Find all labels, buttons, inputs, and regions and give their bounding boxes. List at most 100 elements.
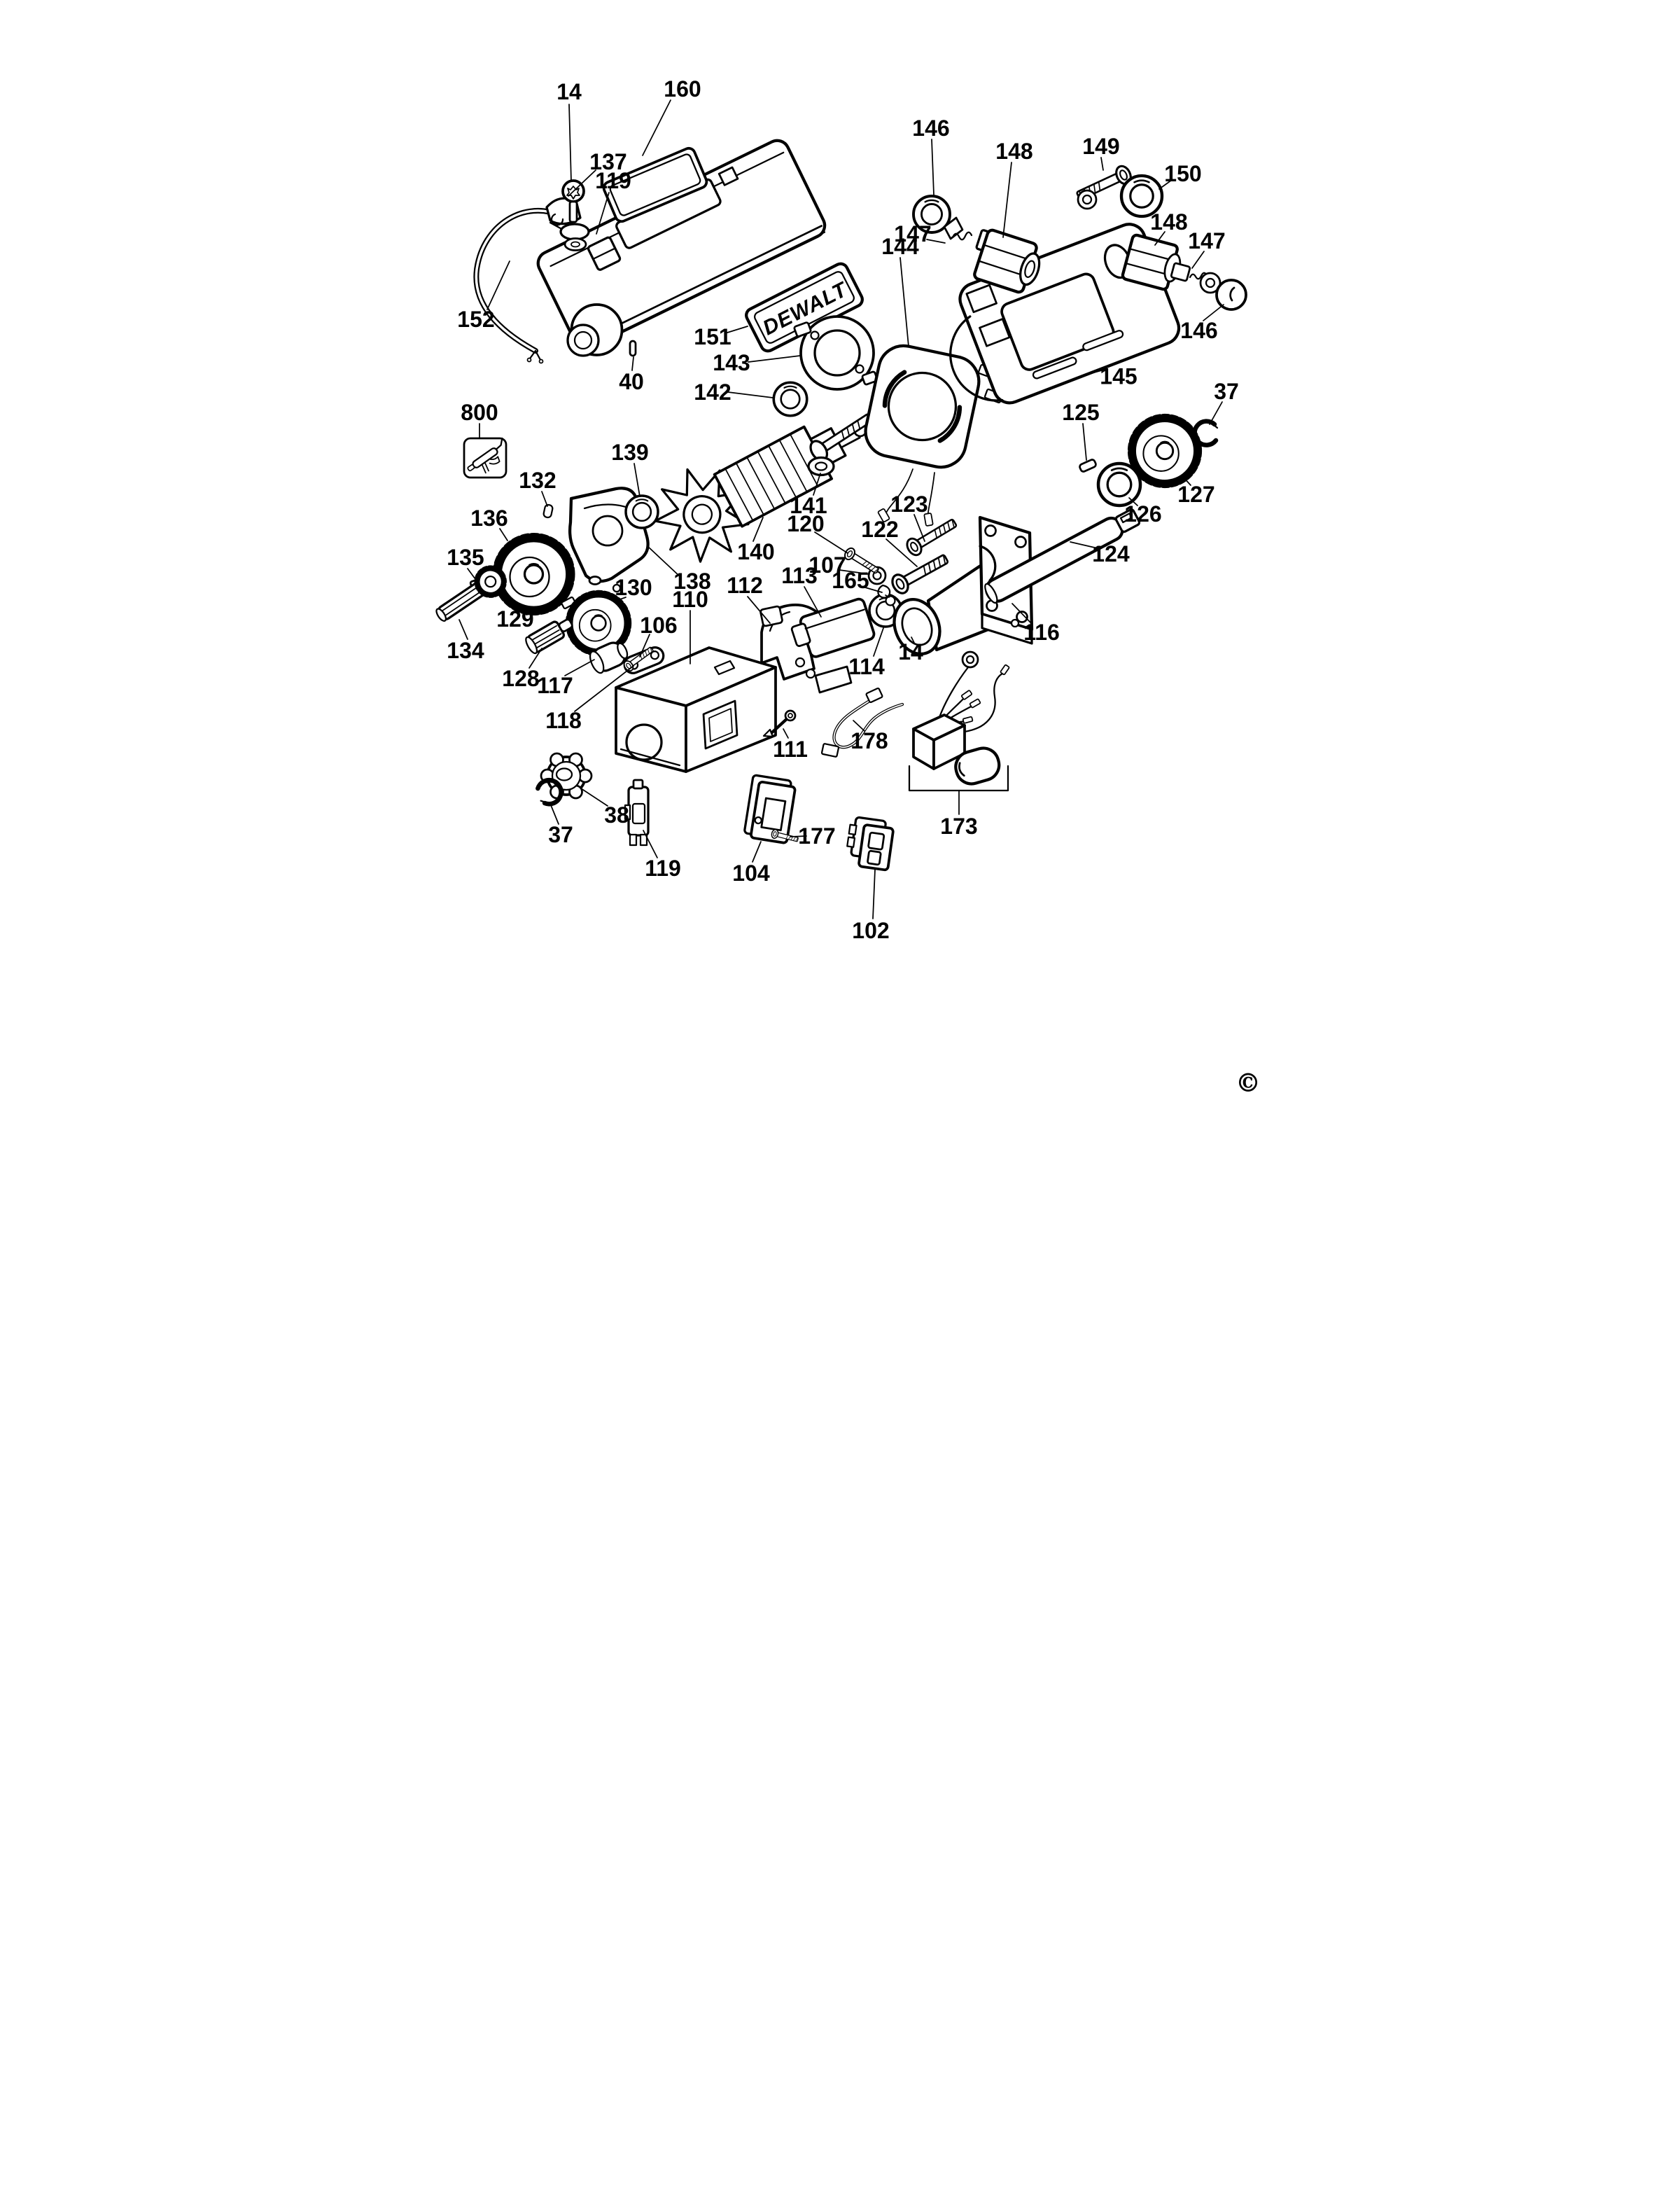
- part-label-126: 126: [1124, 501, 1161, 527]
- part-label-123: 123: [890, 492, 927, 517]
- pinion-128: [525, 618, 573, 655]
- screw-122: [888, 548, 953, 597]
- part-label-178: 178: [850, 728, 888, 753]
- part-label-132: 132: [519, 468, 556, 493]
- leader-line: [528, 648, 542, 669]
- leader-line: [1182, 475, 1191, 486]
- part-label-135: 135: [447, 545, 484, 570]
- leader-line: [458, 619, 468, 640]
- lubricant-legend-box: [463, 437, 507, 479]
- part-label-14: 14: [898, 639, 923, 664]
- part-label-116: 116: [1023, 620, 1060, 645]
- part-label-102: 102: [852, 918, 889, 943]
- leader-line: [1086, 368, 1107, 375]
- pin-132: [542, 503, 554, 519]
- leader-line: [634, 463, 640, 497]
- part-label-149: 149: [1082, 134, 1119, 159]
- leader-line: [899, 257, 909, 347]
- leader-line: [1011, 603, 1032, 625]
- part-label-143: 143: [713, 350, 750, 375]
- leader-line: [467, 568, 476, 580]
- part-label-142: 142: [694, 380, 731, 405]
- name-label-blank: [602, 146, 708, 223]
- part-label-129: 129: [496, 606, 533, 632]
- leader-line: [631, 356, 634, 371]
- part-label-127: 127: [1177, 482, 1214, 507]
- leader-line: [541, 491, 548, 507]
- bearing-139: [624, 494, 659, 529]
- part-label-111: 111: [773, 737, 808, 762]
- part-label-128: 128: [502, 666, 539, 691]
- part-label-37: 37: [548, 822, 573, 847]
- leader-line: [804, 586, 822, 618]
- part-label-138: 138: [673, 569, 710, 594]
- leader-line: [1203, 304, 1224, 321]
- part-label-118: 118: [545, 708, 582, 733]
- part-label-165: 165: [832, 568, 869, 593]
- leader-line: [643, 830, 658, 858]
- lever-pin-111: [762, 709, 797, 738]
- switch-102: [846, 816, 895, 872]
- motor-baffle: [793, 315, 878, 391]
- leader-line: [1002, 162, 1012, 238]
- part-label-14: 14: [556, 79, 582, 104]
- parts-diagram: DEWALT: [435, 76, 1260, 1098]
- leader-line: [550, 805, 559, 825]
- part-label-130: 130: [615, 575, 652, 600]
- part-label-148: 148: [995, 139, 1032, 164]
- part-label-150: 150: [1164, 161, 1201, 186]
- part-label-151: 151: [694, 324, 731, 349]
- part-label-137: 137: [589, 149, 626, 174]
- copyright-symbol: ©: [1236, 1068, 1260, 1098]
- part-label-800: 800: [461, 400, 498, 425]
- part-label-106: 106: [640, 613, 677, 638]
- part-label-125: 125: [1062, 400, 1099, 425]
- bushing-117: [589, 641, 629, 674]
- leader-line: [839, 569, 870, 575]
- part-label-141: 141: [790, 493, 827, 518]
- adjust-knob-38: [540, 752, 593, 800]
- part-label-38: 38: [604, 802, 629, 828]
- leader-line: [486, 260, 510, 310]
- wire-lead-178: [820, 687, 904, 758]
- armature-bearing-142: [772, 381, 808, 417]
- grease-lubricant-icon: [467, 437, 503, 474]
- drive-gear-127: [1131, 417, 1198, 484]
- part-label-139: 139: [611, 440, 648, 465]
- key-129: [561, 596, 576, 610]
- leader-line: [860, 585, 883, 593]
- part-label-114: 114: [848, 654, 885, 679]
- leader-line: [752, 517, 764, 542]
- part-label-120: 120: [787, 511, 824, 536]
- leader-line: [1154, 231, 1166, 246]
- part-label-107: 107: [808, 552, 846, 578]
- wire-set-bracket: [908, 765, 1009, 792]
- pinion-shaft-134: [435, 565, 507, 622]
- pin-40: [629, 340, 637, 357]
- cap-146-right: [1215, 279, 1247, 311]
- leader-line: [748, 355, 801, 363]
- wire-set-173: [908, 650, 1010, 792]
- leader-line: [1100, 157, 1104, 171]
- leader-line: [1070, 541, 1098, 549]
- part-label-113: 113: [781, 563, 818, 588]
- part-label-152: 152: [457, 307, 494, 332]
- leader-line: [727, 326, 748, 333]
- leader-line: [853, 720, 865, 732]
- part-label-40: 40: [619, 369, 644, 394]
- leader-line: [647, 545, 681, 578]
- leader-line: [639, 634, 650, 657]
- part-label-37: 37: [1214, 379, 1239, 404]
- part-label-119: 119: [595, 168, 631, 193]
- leader-line: [1158, 179, 1172, 190]
- large-gear-136: [497, 537, 571, 611]
- leader-line: [574, 665, 634, 712]
- part-label-119: 119: [645, 856, 681, 881]
- leader-line: [568, 104, 572, 182]
- leader-line: [872, 869, 876, 919]
- leader-line: [926, 239, 946, 244]
- part-label-104: 104: [732, 861, 770, 886]
- gearbox-housing-110: [615, 646, 777, 773]
- part-label-146: 146: [912, 116, 949, 141]
